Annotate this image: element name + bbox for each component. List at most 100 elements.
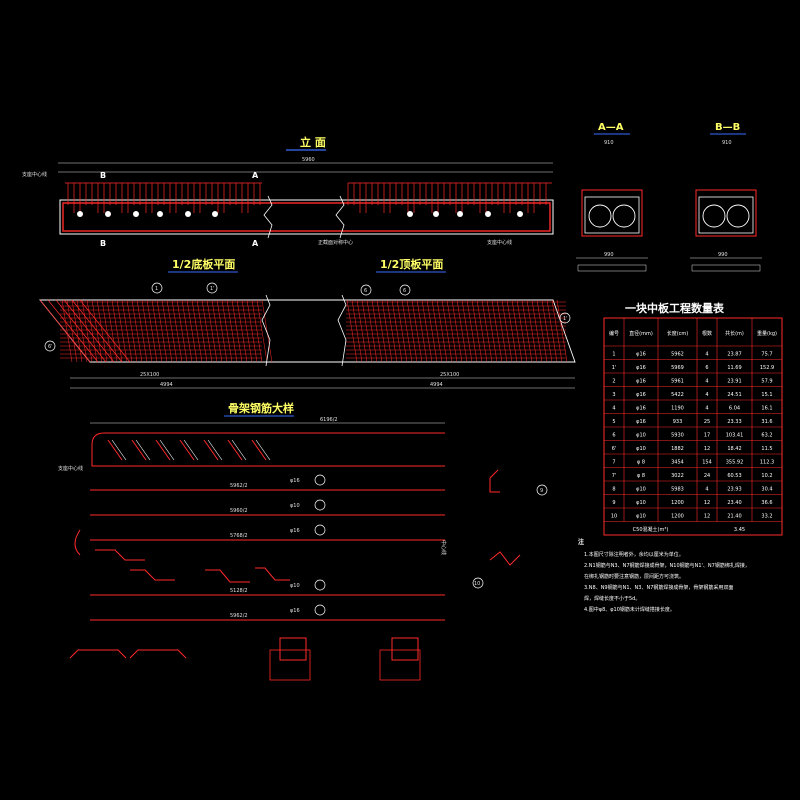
table-cell: 12 [704, 500, 710, 506]
plan-mesh-line-v [386, 299, 398, 363]
table-cell: 17 [704, 433, 710, 439]
table-cell: 5962 [671, 352, 684, 358]
table-cell: 5930 [671, 433, 684, 439]
elevation-void-marker [485, 211, 491, 217]
mark-b-2: A [252, 239, 259, 248]
table-cell: 11.5 [761, 446, 772, 452]
table-cell: 33.2 [761, 514, 772, 520]
plan-mesh-line-v [366, 299, 378, 363]
cage-dim-half: 6196/2 [320, 417, 338, 423]
plan-mesh-line-v [101, 299, 113, 363]
plan-mesh-line-v [216, 299, 228, 363]
hook-circle-10 [472, 577, 484, 589]
label-support-left: 支座中心线 [22, 171, 47, 178]
stirrup-box-2-outer [379, 649, 421, 681]
table-cell: 23.87 [727, 352, 741, 358]
bottom-plan-title: 1/2底板平面 [172, 257, 235, 271]
plan-circle-marker [559, 312, 571, 324]
table-cell: 4 [705, 487, 708, 493]
section-bb-rebar [695, 189, 757, 237]
table-cell: 7' [612, 473, 617, 479]
plan-mesh-line-v [61, 299, 73, 363]
plan-mesh-line-v [401, 299, 413, 363]
table-header-cell: 直径(mm) [629, 330, 653, 337]
table-cell: 6 [705, 365, 708, 371]
cage-diagonal-bar [131, 439, 147, 461]
plan-mesh-line-v [541, 299, 553, 363]
elevation-rebar [62, 182, 552, 232]
table-cell: φ 8 [637, 473, 645, 479]
table-cell: 9 [612, 500, 615, 506]
table-cell: 12 [704, 514, 710, 520]
break-mark-right [335, 195, 345, 239]
mark-a-1: B [100, 171, 106, 180]
note-line: 4.图中φ8、φ10钢筋未计焊缝搭接长度。 [584, 606, 675, 613]
hook-mark-9 [489, 469, 500, 493]
table-cell: 4 [705, 406, 708, 412]
plan-mesh-line-v [141, 299, 153, 363]
elevation-view: 立 面 5960 支座中心线 支座中心线 正截面对称中心 B A B A [22, 135, 554, 248]
table-cell: 23.40 [727, 500, 741, 506]
bent-bar-3 [205, 569, 250, 583]
hook-circle-9 [536, 484, 548, 496]
plan-mesh-line-v [556, 299, 568, 363]
plan-dim-left: 4994 [160, 382, 173, 388]
table-cell: 8 [612, 487, 615, 493]
table-cell: 23.91 [727, 379, 741, 385]
table-cell: 10 [611, 514, 617, 520]
plan-break-left [261, 294, 271, 367]
elevation-void-marker [157, 211, 163, 217]
cage-detail: 骨架钢筋大样 6196/2 支座中心线 5962/2φ165960/2φ1057… [58, 401, 548, 681]
plan-mesh-line-v [511, 299, 523, 363]
table-cell: 10.2 [761, 473, 772, 479]
section-aa-void-2 [612, 204, 636, 228]
table-cell: φ16 [636, 352, 646, 358]
table-cell: 63.2 [761, 433, 772, 439]
plan-mesh-line-v [146, 299, 158, 363]
table-cell: 1190 [671, 406, 684, 412]
table-cell: 57.9 [761, 379, 772, 385]
section-bb-width: 910 [722, 140, 732, 146]
plan-mesh-line-v [221, 299, 233, 363]
note-line: 3.N8、N9钢筋与N1、N3、N7钢筋焊接成骨架，骨架钢筋采用双面 [584, 584, 733, 591]
plan-mesh-line-v [181, 299, 193, 363]
plan-mesh-line-v [201, 299, 213, 363]
plan-mesh-line-v [531, 299, 543, 363]
table-cell: 6' [612, 446, 617, 452]
table-cell: φ10 [636, 500, 646, 506]
plan-seg-left: 25X100 [140, 372, 159, 378]
table-cell: 5983 [671, 487, 684, 493]
cage-diagonal-bar-outline [207, 439, 223, 461]
plan-mesh-line-v [116, 299, 128, 363]
plan-skew-bar [63, 299, 115, 363]
plan-mesh-line-v [361, 299, 373, 363]
plan-circle-text: 6 [403, 288, 406, 294]
cage-title: 骨架钢筋大样 [228, 401, 294, 415]
cage-diagonal-bar [227, 439, 243, 461]
stirrup-2 [129, 649, 187, 659]
plan-seg-right: 25X100 [440, 372, 459, 378]
table-cell: 6.04 [729, 406, 740, 412]
plan-mesh-line-v [106, 299, 118, 363]
plan-mesh-line-v [256, 299, 268, 363]
plan-mesh-line-v [261, 299, 273, 363]
cage-bar-tag: φ16 [290, 478, 300, 484]
plan-mesh-line-v [476, 299, 488, 363]
plan-mesh-line-v [406, 299, 418, 363]
table-header-cell: 共长(m) [725, 330, 744, 337]
plan-mesh-line-v [246, 299, 258, 363]
plan-mesh-line-v [411, 299, 423, 363]
plan-mesh-line-v [166, 299, 178, 363]
table-cell: 1200 [671, 500, 684, 506]
table-cell: 16.1 [761, 406, 772, 412]
table-cell: 112.3 [760, 460, 774, 466]
cage-bar-circle [314, 579, 326, 591]
stirrup-box-1-outer [269, 649, 311, 681]
cage-diagonal-bar-outline [159, 439, 175, 461]
elevation-void-marker [105, 211, 111, 217]
table-cell: φ10 [636, 514, 646, 520]
cage-bar-length: 5962/2 [230, 613, 248, 619]
cage-bar-tag: φ16 [290, 608, 300, 614]
cage-diagonal-bar [155, 439, 171, 461]
